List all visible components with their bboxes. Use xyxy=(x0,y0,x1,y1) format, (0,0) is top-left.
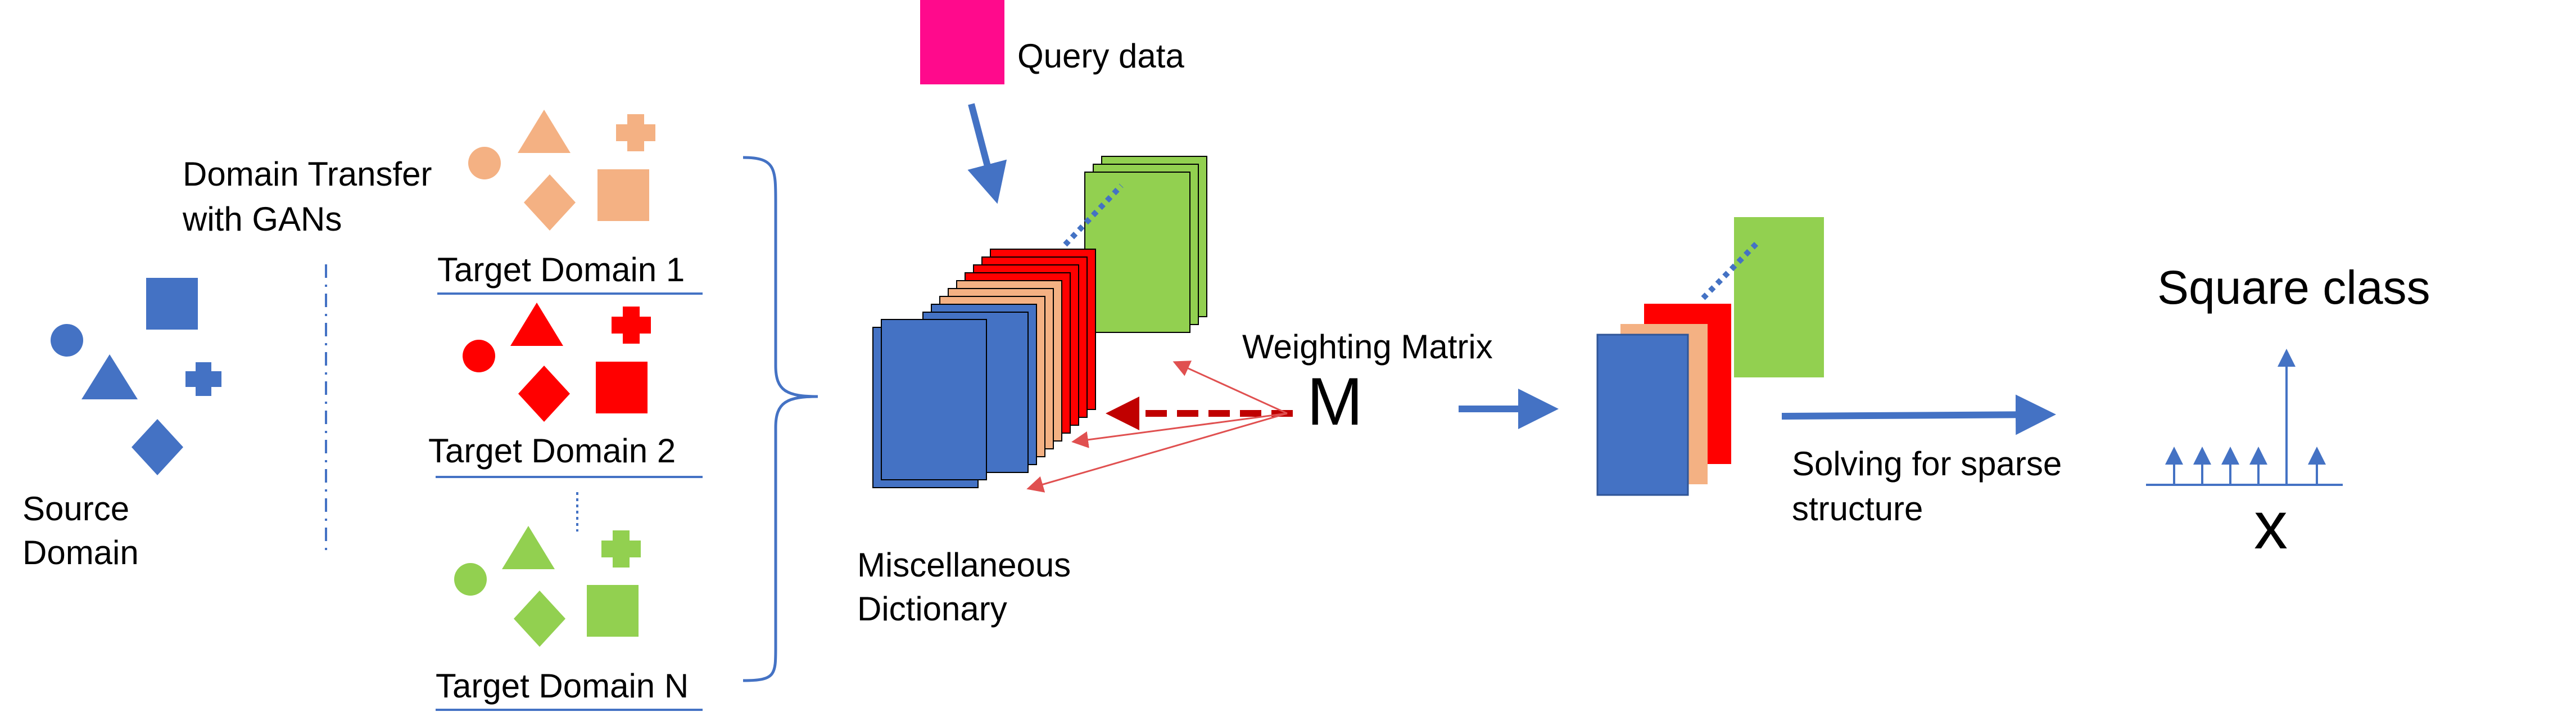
weighting-thin-arrow-mid xyxy=(1071,412,1288,448)
source-cross-icon xyxy=(185,362,221,396)
target1-cross-icon xyxy=(616,114,655,151)
target2-triangle-icon xyxy=(510,303,563,346)
domain-transfer-label-line2: with GANs xyxy=(182,200,342,238)
targetn-diamond-icon xyxy=(514,591,565,647)
weighting-thin-arrow-lower xyxy=(1026,412,1288,493)
x-symbol: x xyxy=(2254,488,2288,563)
target-domain-2-label: Target Domain 2 xyxy=(428,432,676,470)
source-domain-label-line1: Source xyxy=(22,490,129,528)
target-domain-n-shapes xyxy=(454,526,641,647)
weighting-thin-arrow-upper xyxy=(1172,361,1288,415)
solving-arrow xyxy=(1781,394,2056,435)
target2-square-icon xyxy=(596,362,648,413)
target1-triangle-icon xyxy=(518,110,571,153)
source-square-icon xyxy=(146,278,198,330)
reduced-dictionary-stack xyxy=(1596,217,1824,496)
targetn-cross-icon xyxy=(601,530,641,568)
query-data-square xyxy=(920,0,1004,84)
targetn-square-icon xyxy=(587,585,639,637)
sparse-coefficient-plot xyxy=(2146,349,2343,486)
miscellaneous-dictionary-label-line1: Miscellaneous xyxy=(857,546,1071,584)
source-domain-label-line2: Domain xyxy=(22,534,139,571)
target1-diamond-icon xyxy=(524,174,576,231)
target-domain-1-shapes xyxy=(468,110,655,231)
source-circle-icon xyxy=(51,324,83,357)
target2-circle-icon xyxy=(463,340,495,372)
source-domain-shapes xyxy=(51,278,221,475)
reduced-green-block xyxy=(1734,217,1824,377)
reduced-continuation-dots xyxy=(1701,240,1760,300)
miscellaneous-dictionary-label-line2: Dictionary xyxy=(857,590,1007,628)
weighting-matrix-symbol: M xyxy=(1307,364,1363,439)
targetn-triangle-icon xyxy=(502,526,555,569)
target-domain-1-label: Target Domain 1 xyxy=(437,251,685,289)
target2-cross-icon xyxy=(612,307,651,344)
target-domains-brace xyxy=(743,156,818,682)
solving-label-line2: structure xyxy=(1792,490,1923,528)
target-domain-2-shapes xyxy=(463,303,651,422)
target-domain-n-label: Target Domain N xyxy=(436,667,689,705)
dictionary-blue-layer-0 xyxy=(881,319,987,480)
reduced-blue-block xyxy=(1596,334,1689,496)
source-triangle-icon xyxy=(82,354,138,399)
weighting-matrix-label: Weighting Matrix xyxy=(1242,328,1493,366)
source-diamond-icon xyxy=(132,419,183,475)
miscellaneous-dictionary-stack xyxy=(872,156,1207,488)
query-arrow xyxy=(967,103,1007,204)
solving-label-line1: Solving for sparse xyxy=(1792,445,2062,483)
targetn-circle-icon xyxy=(454,563,487,596)
target2-diamond-icon xyxy=(518,366,570,422)
dictionary-continuation-dots xyxy=(1063,183,1124,247)
dictionary-green-layer-1 xyxy=(1084,172,1190,333)
query-data-label: Query data xyxy=(1017,37,1184,75)
target1-square-icon xyxy=(597,169,649,221)
square-class-label: Square class xyxy=(2157,261,2430,314)
target1-circle-icon xyxy=(468,147,501,179)
domain-transfer-label-line1: Domain Transfer xyxy=(183,155,432,193)
